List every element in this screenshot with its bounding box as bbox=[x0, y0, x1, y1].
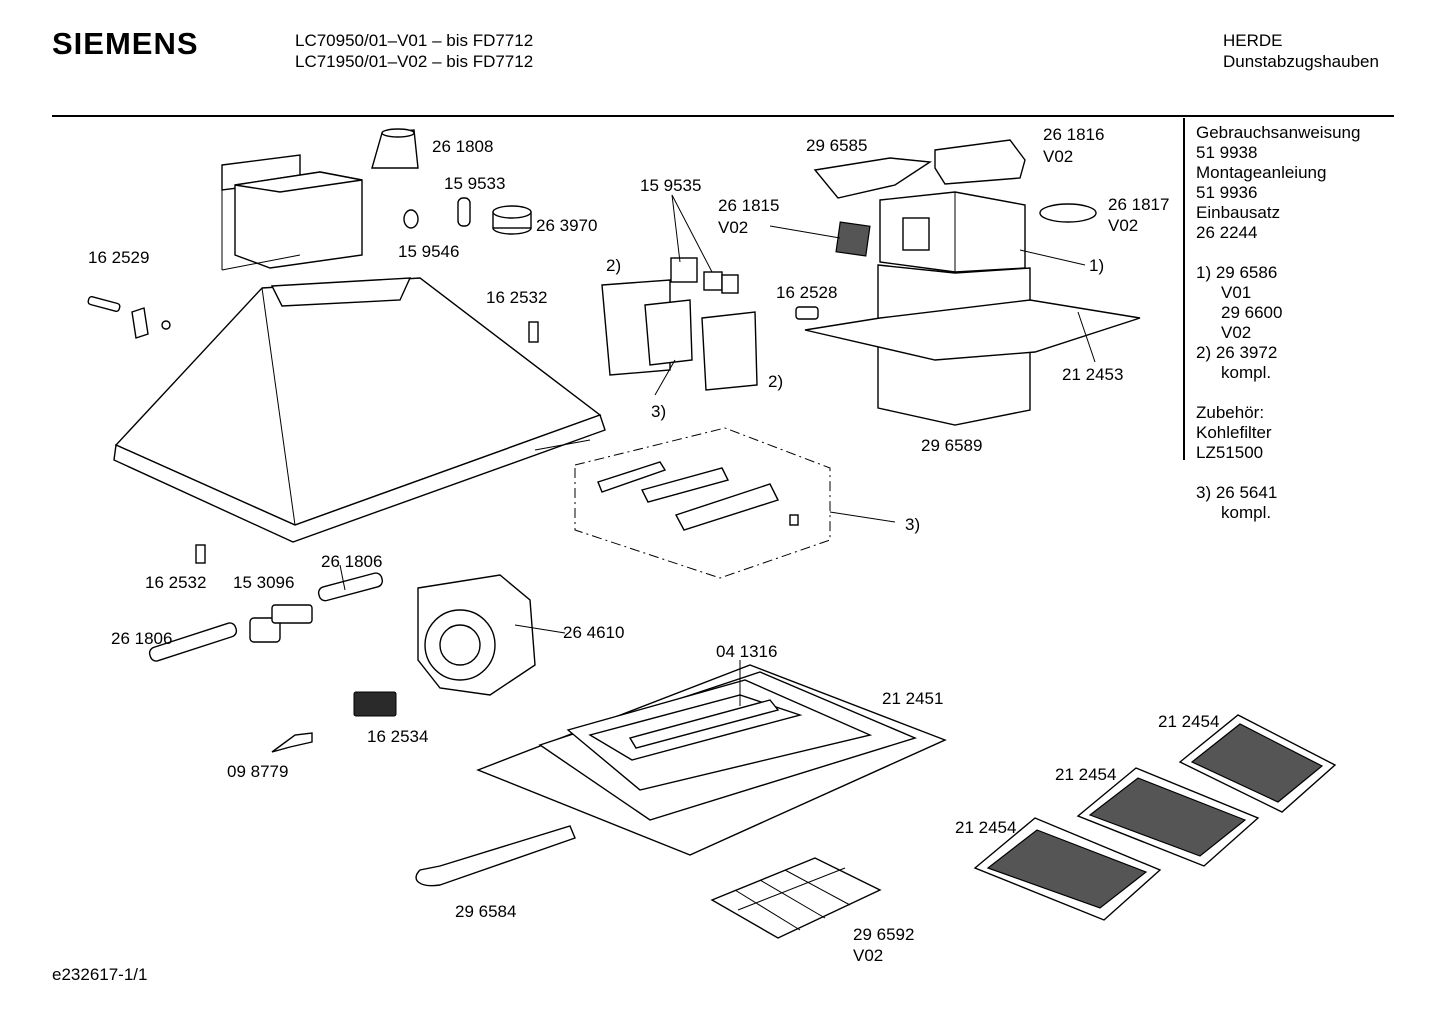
grease-filter-tray bbox=[476, 664, 947, 856]
label-296589: 29 6589 bbox=[921, 436, 982, 455]
control-box bbox=[601, 257, 758, 391]
label-162529: 16 2529 bbox=[88, 248, 149, 267]
label-212454: 21 2454 bbox=[1158, 712, 1219, 731]
note-3-line: kompl. bbox=[1221, 503, 1272, 522]
sidebar-divider bbox=[1183, 118, 1185, 460]
category-line-2: Dunstabzugshauben bbox=[1223, 52, 1379, 71]
note-1-line: 29 6600 bbox=[1221, 303, 1283, 322]
label-263970: 26 3970 bbox=[536, 216, 597, 235]
accessory-line: Kohlefilter bbox=[1196, 423, 1272, 442]
duct-ring bbox=[1039, 203, 1097, 223]
label-153096: 15 3096 bbox=[233, 573, 294, 592]
model-line-2: LC71950/01–V02 – bis FD7712 bbox=[295, 52, 534, 71]
label-261815: 26 1815 bbox=[718, 196, 779, 215]
label-162528: 16 2528 bbox=[776, 283, 837, 302]
label-note-2: 2) bbox=[768, 372, 783, 391]
round-cap bbox=[492, 205, 532, 235]
label-note-3: 3) bbox=[905, 515, 920, 534]
blower-motor bbox=[417, 574, 536, 696]
note-3-line: 3) 26 5641 bbox=[1196, 483, 1278, 502]
label-note-2: 2) bbox=[606, 256, 621, 275]
label-212451: 21 2451 bbox=[882, 689, 943, 708]
wall-bracket bbox=[87, 295, 171, 339]
sidebar-line: Montageanleiung bbox=[1196, 163, 1327, 182]
charcoal-filters bbox=[973, 714, 1337, 921]
label-159546: 15 9546 bbox=[398, 242, 459, 261]
sidebar-line: Gebrauchsanweisung bbox=[1196, 123, 1361, 142]
label-159535: 15 9535 bbox=[640, 176, 701, 195]
label-212453: 21 2453 bbox=[1062, 365, 1123, 384]
label-212454: 21 2454 bbox=[955, 818, 1016, 837]
label-162532: 16 2532 bbox=[145, 573, 206, 592]
hood-body bbox=[113, 277, 606, 543]
label-261806: 26 1806 bbox=[321, 552, 382, 571]
lamp-set bbox=[148, 572, 384, 662]
label-261808: 26 1808 bbox=[432, 137, 493, 156]
label-212454: 21 2454 bbox=[1055, 765, 1116, 784]
clip-spring bbox=[271, 732, 313, 753]
label-261817: 26 1817 bbox=[1108, 195, 1169, 214]
sidebar-line: Einbausatz bbox=[1196, 203, 1281, 222]
sidebar-line: 51 9938 bbox=[1196, 143, 1258, 162]
parts-notes-sidebar: Gebrauchsanweisung 51 9938 Montageanleiu… bbox=[1196, 123, 1360, 523]
siemens-logo: SIEMENS bbox=[52, 26, 199, 61]
category-line-1: HERDE bbox=[1223, 31, 1283, 50]
sidebar-line: 51 9936 bbox=[1196, 183, 1258, 202]
label-296584: 29 6584 bbox=[455, 902, 516, 921]
drawing-id: e232617-1/1 bbox=[52, 965, 148, 984]
washer bbox=[403, 209, 419, 229]
grill-filter bbox=[710, 857, 882, 939]
sidebar-line: 26 2244 bbox=[1196, 223, 1258, 242]
model-line-1: LC70950/01–V01 – bis FD7712 bbox=[295, 31, 534, 50]
filter-mesh-small bbox=[835, 221, 871, 257]
leader-lines bbox=[339, 194, 1096, 706]
label-162532: 16 2532 bbox=[486, 288, 547, 307]
label-098779: 09 8779 bbox=[227, 762, 288, 781]
label-296592-v02: V02 bbox=[853, 946, 883, 965]
header-divider bbox=[52, 115, 1394, 117]
label-261806: 26 1806 bbox=[111, 629, 172, 648]
handle bbox=[415, 825, 576, 887]
cone-cap bbox=[371, 128, 419, 169]
product-category: HERDE Dunstabzugshauben bbox=[1223, 30, 1379, 72]
duct-bracket bbox=[813, 157, 933, 199]
note-2-line: kompl. bbox=[1221, 363, 1272, 382]
cable-clip bbox=[528, 321, 539, 343]
small-clip bbox=[795, 306, 819, 320]
control-panel-parts bbox=[597, 461, 799, 531]
label-296592: 29 6592 bbox=[853, 925, 914, 944]
label-264610: 26 4610 bbox=[563, 623, 624, 642]
label-041316: 04 1316 bbox=[716, 642, 777, 661]
label-note-1: 1) bbox=[1089, 256, 1104, 275]
label-261817-v02: V02 bbox=[1108, 216, 1138, 235]
note-1-line: 1) 29 6586 bbox=[1196, 263, 1278, 282]
label-296585: 29 6585 bbox=[806, 136, 867, 155]
fan-housing-top bbox=[934, 139, 1026, 185]
mounting-box bbox=[221, 154, 363, 271]
control-panel-group bbox=[574, 427, 831, 579]
accessory-line: Zubehör: bbox=[1196, 403, 1265, 422]
label-261816: 26 1816 bbox=[1043, 125, 1104, 144]
label-261815-v02: V02 bbox=[718, 218, 748, 237]
model-numbers: LC70950/01–V01 – bis FD7712 LC71950/01–V… bbox=[295, 30, 533, 72]
label-159533: 15 9533 bbox=[444, 174, 505, 193]
capacitor bbox=[353, 691, 397, 717]
label-note-3: 3) bbox=[651, 402, 666, 421]
note-1-line: V02 bbox=[1221, 323, 1252, 342]
accessory-line: LZ51500 bbox=[1196, 443, 1264, 462]
note-1-line: V01 bbox=[1221, 283, 1252, 302]
cable-clip bbox=[195, 544, 206, 564]
note-2-line: 2) 26 3972 bbox=[1196, 343, 1278, 362]
glass-shelf bbox=[804, 299, 1141, 361]
label-162534: 16 2534 bbox=[367, 727, 428, 746]
label-261816-v02: V02 bbox=[1043, 147, 1073, 166]
sleeve bbox=[457, 197, 471, 227]
